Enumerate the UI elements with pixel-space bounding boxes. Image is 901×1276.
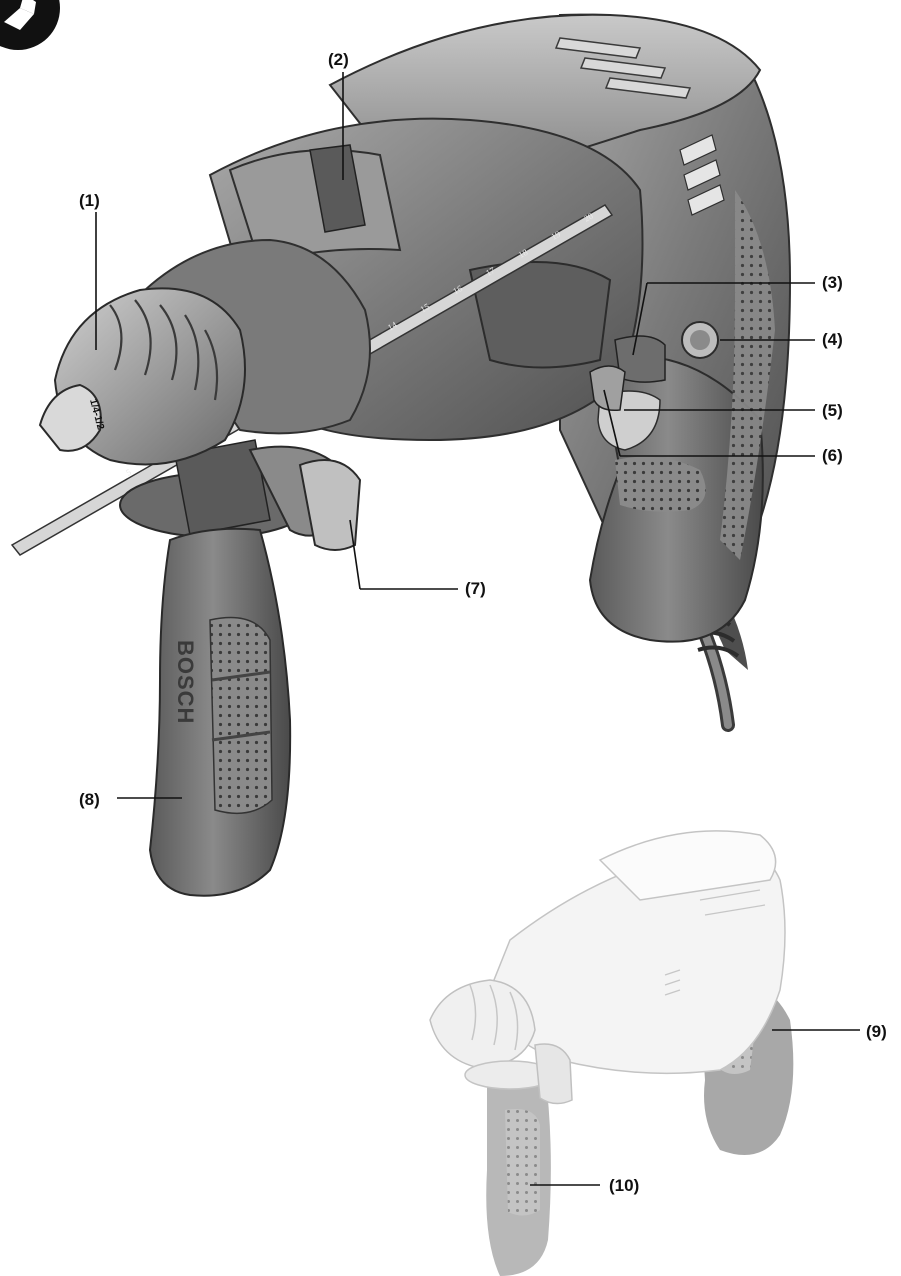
callout-4: (4): [822, 330, 843, 349]
book-symbol-icon: [0, 0, 60, 50]
callout-9: (9): [866, 1022, 887, 1041]
callout-5: (5): [822, 401, 843, 420]
callout-3: (3): [822, 273, 843, 292]
scale-tick-label: 5: [124, 467, 133, 478]
callout-7: (7): [465, 579, 486, 598]
callout-2: (2): [328, 50, 349, 69]
callout-6: (6): [822, 446, 843, 465]
callout-8: (8): [79, 790, 100, 809]
ghost-drill-illustration: [429, 830, 794, 1276]
main-drill-illustration: 5678910121314151617181920 1/4-1/2 BOSCH: [10, 13, 792, 897]
handle-brand: BOSCH: [173, 640, 198, 724]
callout-1: (1): [79, 191, 100, 210]
callout-10: (10): [609, 1176, 640, 1195]
leader-lines: [95, 72, 860, 1186]
